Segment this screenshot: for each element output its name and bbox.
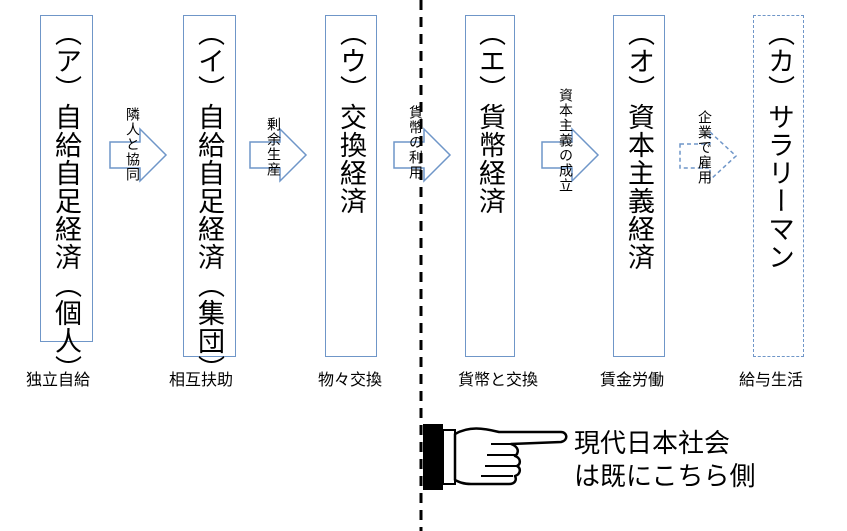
stage-bottom-label-ka: 給与生活 [739,370,804,389]
stage-label-o: （オ）資本主義経済 [623,19,654,271]
stage-bottom-label-o: 賃金労働 [600,370,665,389]
stage-box-o [613,15,665,357]
stage-bottom-label-a: 独立自給 [26,370,91,389]
transition-label-1: 隣人と協同 [124,107,140,182]
stage-box-e [465,15,515,357]
transition-label-5: 企業で雇用 [696,110,712,185]
stage-label-a: （ア）自給自足経済（個人） [50,19,81,383]
stage-bottom-label-u: 物々交換 [318,370,383,389]
stage-label-u: （ウ）交換経済 [335,19,366,215]
divider-line [419,0,423,531]
stage-box-a [40,15,93,342]
stage-box-u [325,15,377,357]
transition-label-4: 資本主義の成立 [557,88,573,193]
stage-bottom-label-i: 相互扶助 [169,370,234,389]
arrow-icon [541,127,600,183]
arrow-icon [109,127,168,183]
note-line-1: 現代日本社会 [574,429,731,459]
stage-label-ka: （カ）サラリーマン [763,19,794,271]
stage-box-i [183,15,236,357]
arrow-icon [249,127,308,183]
stage-bottom-label-e: 貨幣と交換 [458,370,539,389]
transition-label-3: 貨幣の利用 [407,105,423,180]
stage-label-e: （エ）貨幣経済 [474,19,505,215]
transition-label-2: 剰余生産 [265,117,281,177]
note-line-2: は既にこちら側 [574,462,756,492]
pointing-hand-icon [423,424,568,490]
stage-label-i: （イ）自給自足経済（集団） [193,19,224,383]
arrow-icon [679,130,738,182]
stage-box-ka [753,15,804,357]
